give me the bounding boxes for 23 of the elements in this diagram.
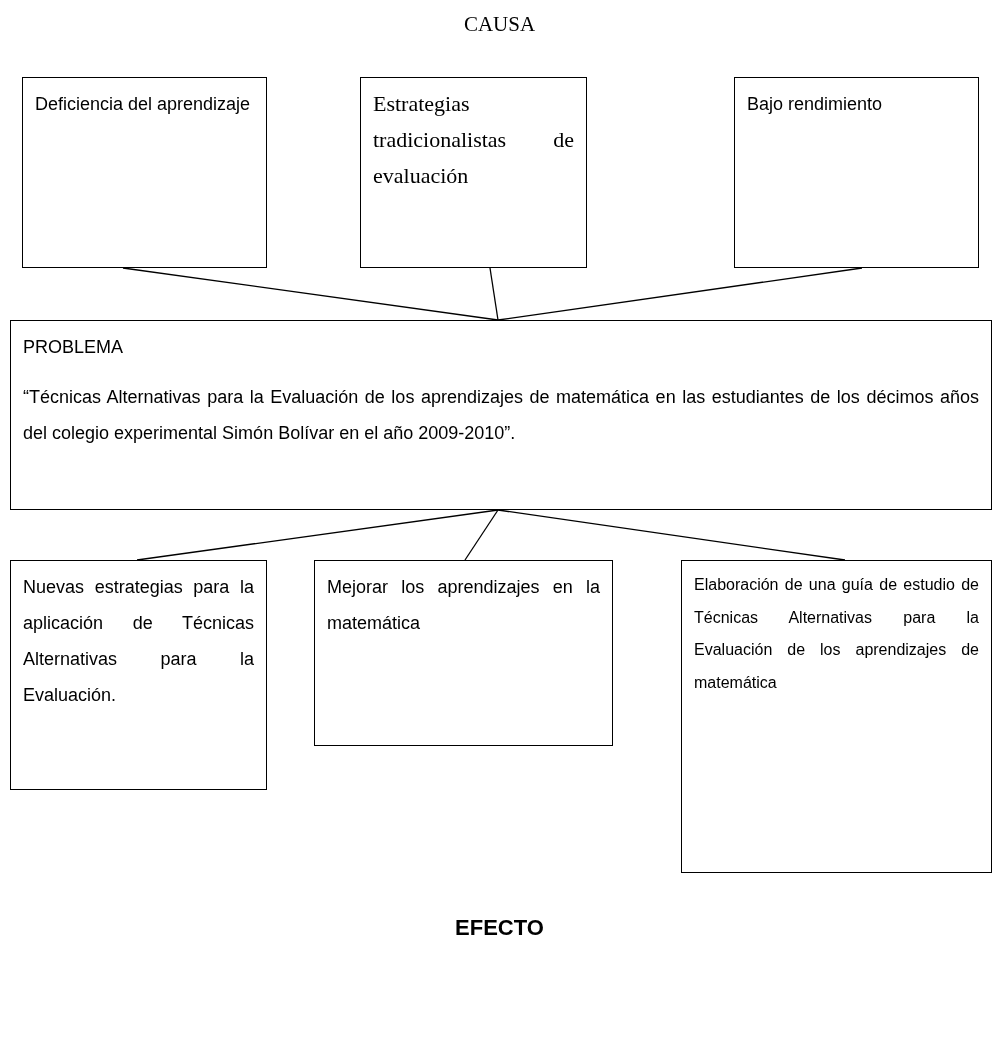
connector-line: [497, 509, 846, 561]
cause-box: [22, 77, 267, 268]
cause-text: Bajo rendimiento: [747, 93, 884, 116]
effect-box: [681, 560, 992, 873]
problem-heading: PROBLEMA: [23, 336, 125, 359]
connector-line: [464, 509, 499, 561]
cause-text: Estrategias tradicionalistas de evaluación: [373, 90, 574, 190]
effect-text: Mejorar los aprendizajes en la matemática: [327, 576, 600, 635]
effect-heading: EFECTO: [454, 915, 545, 941]
effect-box: [10, 560, 267, 790]
cause-box: [734, 77, 979, 268]
connector-line: [497, 267, 863, 321]
effect-text: Elaboración de una guía de estudio de Técnicas Alternativas para la Evaluación de los aprendizajes de matemática: [694, 575, 979, 693]
connector-line: [489, 267, 499, 321]
heading: CAUSA: [462, 12, 537, 37]
cause-text: Deficiencia del aprendizaje: [35, 93, 252, 116]
connector-line: [122, 267, 499, 321]
cause-box: [360, 77, 587, 268]
problem-box: [10, 320, 992, 510]
effect-text: Nuevas estrategias para la aplicación de Técnicas Alternativas para la Evaluación.: [23, 576, 254, 707]
connector-line: [136, 509, 499, 561]
problem-statement: “Técnicas Alternativas para la Evaluación de los aprendizajes de matemática en las estudiantes de los décimos años del colegio experimental Simón Bolívar en el año 2009-2010”.: [23, 386, 979, 445]
effect-box: [314, 560, 613, 746]
